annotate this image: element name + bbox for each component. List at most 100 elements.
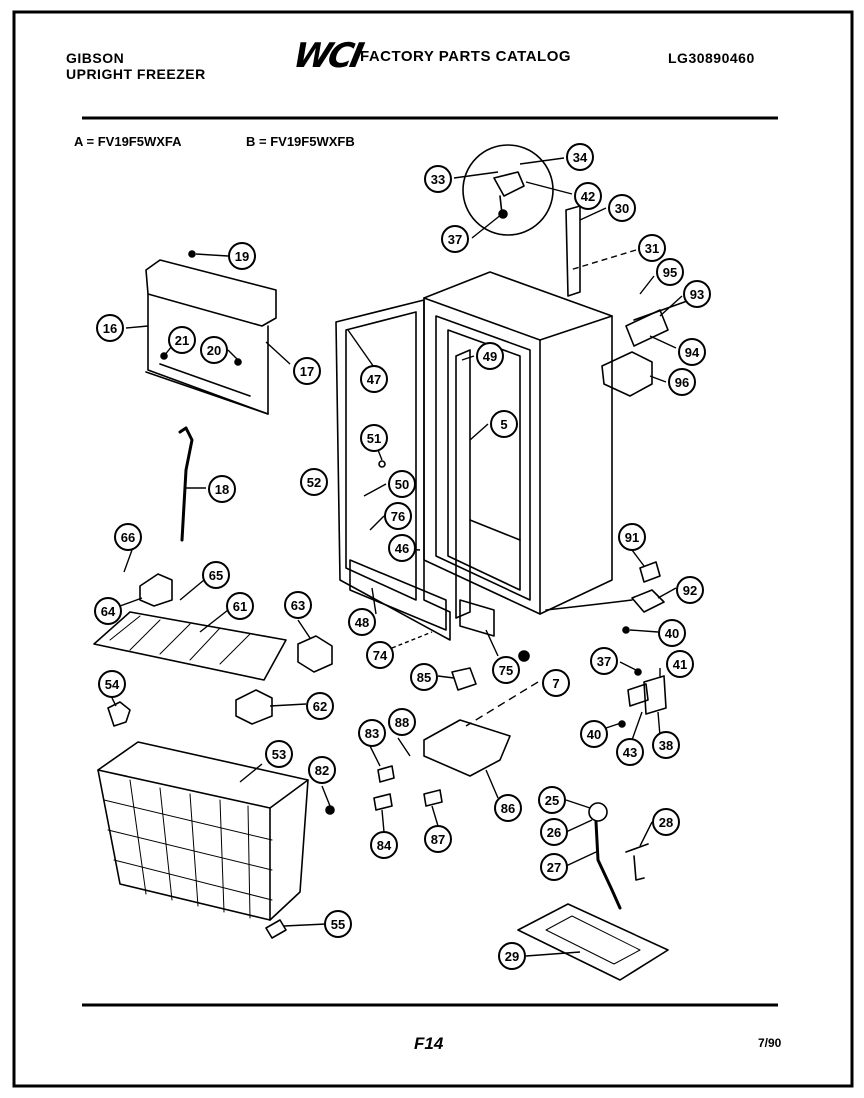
callout-number: 5 — [500, 417, 507, 432]
callout-number: 83 — [365, 726, 379, 741]
callout-33: 33 — [424, 165, 452, 193]
callout-circle — [668, 368, 696, 396]
callout-74: 74 — [366, 641, 394, 669]
callout-number: 31 — [645, 241, 659, 256]
callout-circle — [490, 410, 518, 438]
callout-21: 21 — [168, 326, 196, 354]
leveler — [107, 701, 131, 727]
callout-number: 55 — [331, 917, 345, 932]
callout-circle — [656, 258, 684, 286]
callout-40: 40 — [580, 720, 608, 748]
callout-circle — [616, 738, 644, 766]
callout-circle — [666, 650, 694, 678]
callout-circle — [498, 942, 526, 970]
callout-circle — [658, 619, 686, 647]
callout-circle — [494, 794, 522, 822]
catalog-code: LG30890460 — [668, 50, 755, 66]
callout-circle — [540, 818, 568, 846]
callout-circle — [293, 357, 321, 385]
callout-19: 19 — [228, 242, 256, 270]
catalog-title: FACTORY PARTS CATALOG — [360, 48, 572, 65]
callout-circle — [566, 143, 594, 171]
callout-circle — [98, 670, 126, 698]
callout-38: 38 — [652, 731, 680, 759]
callout-number: 88 — [395, 715, 409, 730]
callout-number: 61 — [233, 599, 247, 614]
callout-number: 52 — [307, 475, 321, 490]
callout-63: 63 — [284, 591, 312, 619]
callout-25: 25 — [538, 786, 566, 814]
callout-number: 62 — [313, 699, 327, 714]
callout-circle — [360, 365, 388, 393]
detail-circle — [462, 144, 554, 236]
callout-50: 50 — [388, 470, 416, 498]
callout-number: 34 — [573, 150, 588, 165]
drain-cap — [588, 802, 608, 822]
callout-16: 16 — [96, 314, 124, 342]
callout-number: 96 — [675, 375, 689, 390]
callout-circle — [538, 786, 566, 814]
callout-number: 40 — [587, 727, 601, 742]
callout-17: 17 — [293, 357, 321, 385]
callout-94: 94 — [678, 338, 706, 366]
callout-circle — [542, 669, 570, 697]
callout-circle — [348, 608, 376, 636]
callout-number: 40 — [665, 626, 679, 641]
callout-number: 37 — [448, 232, 462, 247]
freezer-door — [335, 299, 451, 641]
callout-83: 83 — [358, 719, 386, 747]
callout-76: 76 — [384, 502, 412, 530]
callout-96: 96 — [668, 368, 696, 396]
callout-number: 74 — [373, 648, 388, 663]
callout-number: 26 — [547, 825, 561, 840]
callout-circle — [652, 808, 680, 836]
callout-number: 28 — [659, 815, 673, 830]
callout-number: 30 — [615, 201, 629, 216]
callout-circle — [96, 314, 124, 342]
callout-48: 48 — [348, 608, 376, 636]
callout-number: 43 — [623, 745, 637, 760]
callout-number: 50 — [395, 477, 409, 492]
clip-55 — [265, 919, 287, 939]
callout-number: 27 — [547, 860, 561, 875]
callout-42: 42 — [574, 182, 602, 210]
callout-62: 62 — [306, 692, 334, 720]
callout-circle — [265, 740, 293, 768]
callout-number: 75 — [499, 663, 513, 678]
callout-circle — [388, 470, 416, 498]
callout-circle — [226, 592, 254, 620]
shelf-support-62 — [235, 689, 273, 725]
callout-circle — [476, 342, 504, 370]
callout-circle — [618, 523, 646, 551]
callout-54: 54 — [98, 670, 126, 698]
callout-47: 47 — [360, 365, 388, 393]
callout-53: 53 — [265, 740, 293, 768]
callout-number: 86 — [501, 801, 515, 816]
callout-circle — [200, 336, 228, 364]
callout-number: 94 — [685, 345, 700, 360]
part-92 — [631, 589, 665, 613]
revision-date: 7/90 — [758, 1036, 782, 1050]
callout-number: 38 — [659, 738, 673, 753]
callout-circle — [678, 338, 706, 366]
callout-circle — [388, 534, 416, 562]
switch-85 — [451, 667, 477, 691]
callout-20: 20 — [200, 336, 228, 364]
callout-27: 27 — [540, 853, 568, 881]
product-name: UPRIGHT FREEZER — [66, 66, 206, 82]
bracket-28 — [625, 843, 649, 881]
callout-circle — [366, 641, 394, 669]
hinge-cover — [601, 351, 653, 397]
callout-circle — [94, 597, 122, 625]
callout-number: 33 — [431, 172, 445, 187]
callout-30: 30 — [608, 194, 636, 222]
callout-number: 51 — [367, 431, 381, 446]
callout-number: 66 — [121, 530, 135, 545]
rod — [178, 426, 194, 542]
callout-28: 28 — [652, 808, 680, 836]
callout-circle — [410, 663, 438, 691]
callout-37: 37 — [441, 225, 469, 253]
callout-circle — [168, 326, 196, 354]
callout-number: 29 — [505, 949, 519, 964]
